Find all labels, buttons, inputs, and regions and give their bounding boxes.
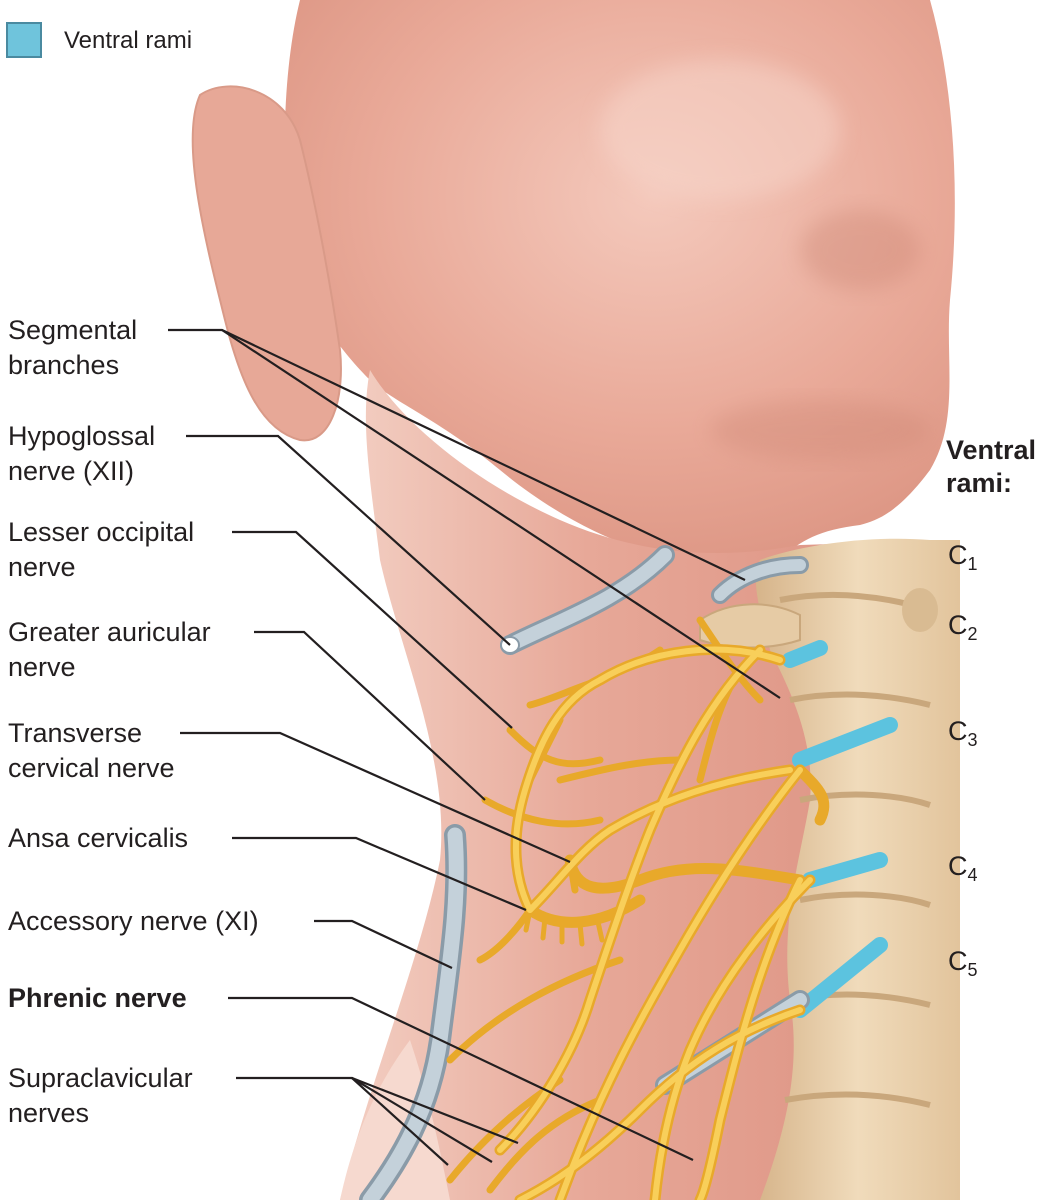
leader-lesser-occipital [232, 530, 513, 729]
label-greater-auricular-nerve: Greater auricular nerve [8, 617, 211, 682]
leader-supraclavicular-2 [351, 1077, 493, 1163]
face-highlight [600, 60, 840, 200]
leader-hypoglossal [186, 434, 511, 646]
label-transverse-cervical-nerve: Transverse cervical nerve [8, 718, 175, 783]
leader-accessory [314, 919, 453, 969]
level-c2: C2 [948, 610, 978, 644]
label-ansa-cervicalis: Ansa cervicalis [8, 823, 189, 853]
label-phrenic-nerve: Phrenic nerve [8, 983, 187, 1013]
leader-ansa-cervicalis [232, 836, 527, 912]
cervical-plexus-nerves-core [497, 646, 813, 1200]
leader-phrenic [228, 996, 694, 1161]
leader-segmental-2 [221, 329, 781, 699]
jaw-shadow [710, 400, 930, 460]
leader-greater-auricular [254, 630, 486, 801]
legend-swatch-ventral-rami [6, 22, 42, 58]
legend-label: Ventral rami [64, 27, 193, 54]
label-hypoglossal-nerve: Hypoglossal nerve (XII) [8, 421, 156, 486]
label-lesser-occipital-nerve: Lesser occipital nerve [8, 517, 195, 582]
leader-transverse-cervical [180, 731, 571, 864]
ventral-rami-roots [782, 640, 898, 1018]
ventral-rami-heading: Ventral rami: [946, 435, 1037, 498]
level-c3: C3 [948, 716, 978, 750]
ear [191, 85, 342, 442]
level-c5: C5 [948, 946, 978, 980]
shoulder [340, 1040, 450, 1200]
level-c1: C1 [948, 540, 978, 574]
label-segmental-branches: Segmental branches [8, 315, 138, 380]
label-supraclavicular-nerves: Supraclavicular nerves [8, 1063, 193, 1128]
level-c4: C4 [948, 851, 978, 885]
leader-lines [168, 328, 781, 1166]
leader-supraclavicular-3 [351, 1076, 519, 1145]
label-accessory-nerve: Accessory nerve (XI) [8, 906, 259, 936]
cheek-shadow [800, 210, 920, 290]
